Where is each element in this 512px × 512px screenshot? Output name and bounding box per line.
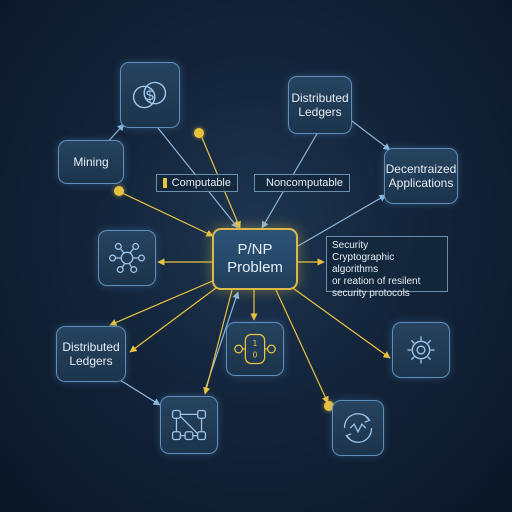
distributed-ledgers-left-line1: Distributed xyxy=(62,340,120,354)
security-note-line2: Cryptographic algorithms xyxy=(332,252,395,275)
svg-text:0: 0 xyxy=(253,351,258,360)
edge-center-to-dot-bottom xyxy=(275,289,329,404)
pnp-problem-node[interactable]: P/NP Problem xyxy=(212,228,298,290)
edge-ledgers-left-to-blocks xyxy=(119,379,161,406)
pnp-problem-line1: P/NP xyxy=(237,241,273,258)
mining-node[interactable]: Mining xyxy=(58,140,124,184)
legend-noncomputable: Noncomputable xyxy=(254,174,350,192)
distributed-ledgers-top-line2: Ledgers xyxy=(298,105,342,119)
edge-center-to-ledgers-left xyxy=(109,279,216,326)
mining-label: Mining xyxy=(73,155,109,169)
decentralized-applications-line1: Decentraized xyxy=(385,162,457,176)
legend-noncomputable-label: Noncomputable xyxy=(266,177,344,189)
block-network-icon-node[interactable] xyxy=(160,396,218,454)
legend-computable: Computable xyxy=(156,174,238,192)
block-network-icon xyxy=(171,409,207,441)
gear-cycle-icon-node[interactable] xyxy=(332,400,384,456)
gear-cycle-icon xyxy=(343,413,373,443)
network-graph-icon xyxy=(109,242,145,274)
edge-dot-left-to-center xyxy=(119,191,214,237)
distributed-ledgers-top-line1: Distributed xyxy=(291,91,349,105)
bitcoin-icon: $ xyxy=(132,81,167,109)
pnp-problem-line2: Problem xyxy=(227,259,283,276)
legend-computable-label: Computable xyxy=(171,177,231,189)
binary-chain-icon: 1 0 xyxy=(234,333,276,365)
edge-center-to-ledgers-left-2 xyxy=(129,284,221,353)
distributed-ledgers-top-node[interactable]: Distributed Ledgers xyxy=(288,76,352,134)
bitcoin-icon-node[interactable]: $ xyxy=(120,62,180,128)
security-note-line4: security protocols xyxy=(332,288,410,299)
gear-icon xyxy=(407,336,435,364)
junction-dot-left xyxy=(114,186,124,196)
gear-icon-node[interactable] xyxy=(392,322,450,378)
edge-center-to-gear xyxy=(289,285,391,359)
distributed-ledgers-left-node[interactable]: Distributed Ledgers xyxy=(56,326,126,382)
decentralized-applications-line2: Applications xyxy=(388,176,454,190)
junction-dot-bottom xyxy=(324,401,334,411)
svg-text:$: $ xyxy=(145,86,155,104)
computable-swatch xyxy=(163,178,167,188)
edge-center-to-blocks xyxy=(203,289,233,395)
decentralized-applications-node[interactable]: Decentraized Applications xyxy=(384,148,458,204)
security-note-line1: Security xyxy=(332,240,369,251)
edge-ledgers-to-dapps xyxy=(347,117,391,151)
binary-chain-icon-node[interactable]: 1 0 xyxy=(226,322,284,376)
distributed-ledgers-left-line2: Ledgers xyxy=(69,354,113,368)
security-note: Security Cryptographic algorithms or rea… xyxy=(326,236,448,299)
security-note-line3: or reation of resilent xyxy=(332,276,421,287)
svg-text:1: 1 xyxy=(253,339,258,348)
edge-center-to-dapps xyxy=(297,194,387,247)
network-graph-icon-node[interactable] xyxy=(98,230,156,286)
junction-dot-top xyxy=(194,128,204,138)
